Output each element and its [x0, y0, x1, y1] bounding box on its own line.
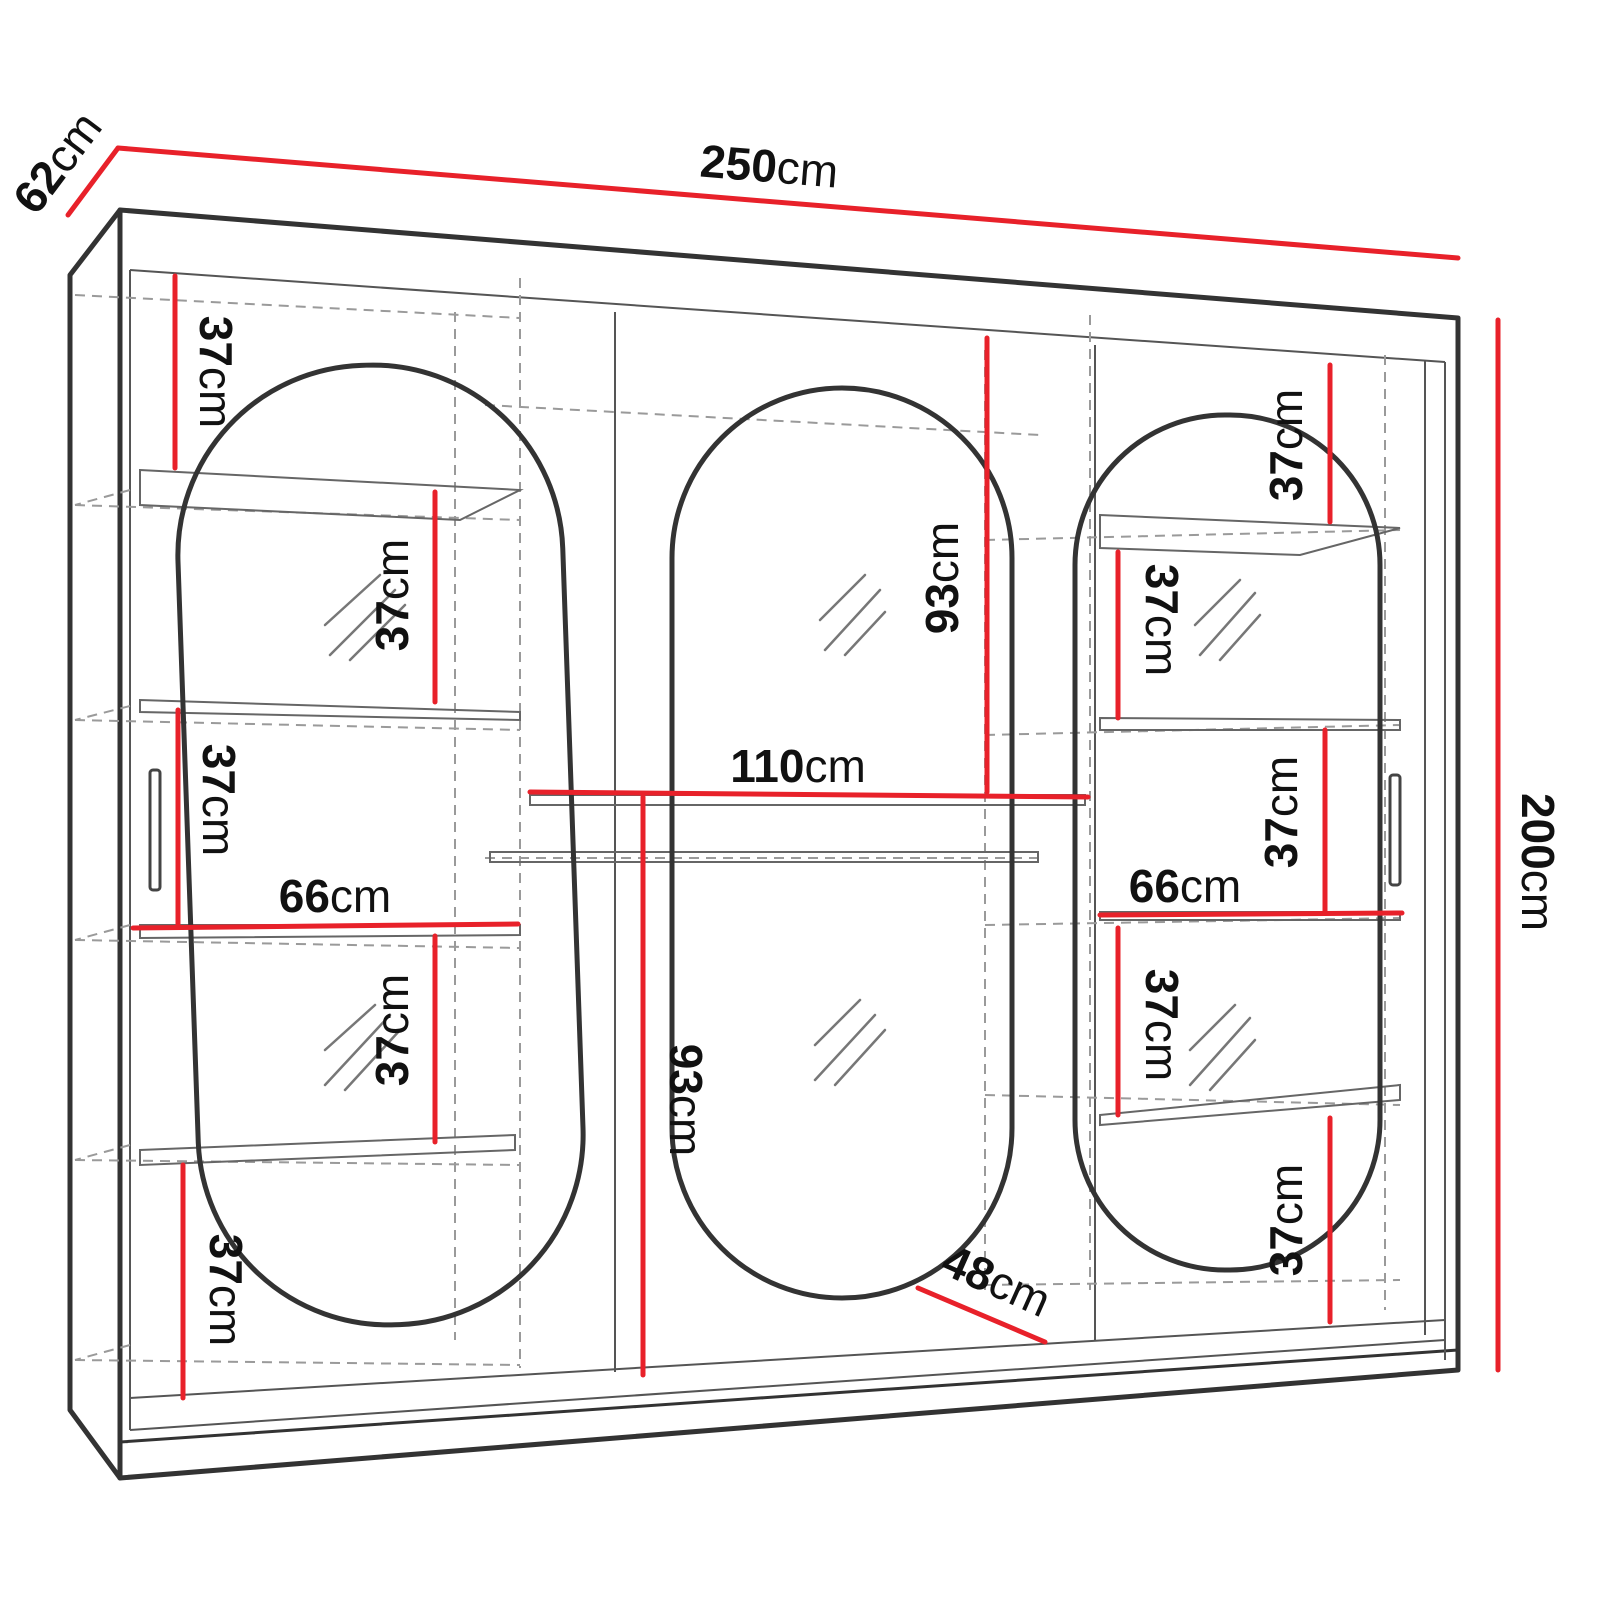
mirror-center — [669, 385, 1015, 1301]
shelf-left-4 — [139, 1133, 516, 1167]
dim-line-left-shelf — [130, 921, 521, 931]
label-right-c5: 37cm — [1260, 1164, 1312, 1277]
label-right-c2: 37cm — [1136, 564, 1188, 677]
label-center-upper: 93cm — [916, 522, 968, 635]
interior-dashed-lines — [74, 278, 1401, 1368]
door-mirrors — [175, 362, 1383, 1328]
label-left-c1: 37cm — [190, 316, 242, 429]
label-center-width: 110cm — [730, 740, 866, 792]
shelf-left-2 — [139, 698, 521, 722]
shelf-left-1 — [139, 468, 524, 522]
mirror-right — [1072, 412, 1383, 1273]
wardrobe-inner-frame — [129, 269, 1446, 1431]
wardrobe-plinth — [118, 1348, 1460, 1480]
shelf-right-4 — [1099, 1083, 1401, 1127]
glass-reflection-marks — [323, 573, 1262, 1092]
label-right-shelf: 66cm — [1129, 860, 1242, 912]
label-width: 250cm — [698, 134, 840, 197]
dim-line-width — [115, 145, 1461, 261]
wardrobe-outline — [67, 207, 1461, 1481]
label-center-lower: 93cm — [660, 1044, 712, 1157]
label-left-shelf: 66cm — [279, 870, 392, 922]
label-right-c3: 37cm — [1255, 756, 1307, 869]
label-left-c3: 37cm — [193, 744, 245, 857]
dim-line-inner-depth — [915, 1285, 1048, 1345]
label-depth: 62cm — [3, 102, 112, 223]
label-left-c4: 37cm — [366, 974, 418, 1087]
dimension-lines — [65, 145, 1501, 1401]
label-left-c2: 37cm — [366, 539, 418, 652]
shelf-right-2 — [1099, 716, 1401, 731]
dim-line-depth — [65, 145, 121, 218]
door-handles — [148, 768, 1402, 892]
label-right-c1: 37cm — [1260, 389, 1312, 502]
dim-line-right-shelf — [1097, 910, 1405, 918]
shelf-right-1 — [1099, 513, 1401, 557]
handle-left — [148, 768, 162, 892]
label-inner-depth: 48cm — [935, 1234, 1059, 1327]
label-left-c5: 37cm — [200, 1234, 252, 1347]
handle-right — [1388, 773, 1402, 887]
label-height: 200cm — [1512, 793, 1564, 931]
dim-line-center-width — [527, 789, 1091, 800]
mirror-left — [175, 362, 586, 1328]
label-right-c4: 37cm — [1136, 969, 1188, 1082]
wardrobe-left-side — [67, 207, 123, 1481]
rail-lower — [489, 851, 1039, 863]
